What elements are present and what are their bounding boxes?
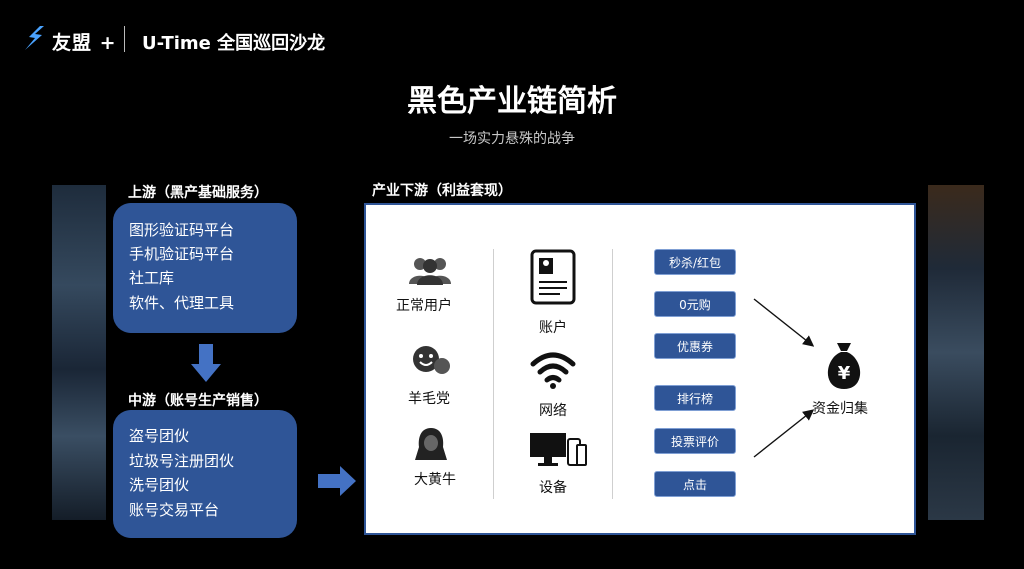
midstream-item: 盗号团伙 xyxy=(129,427,190,445)
midstream-item: 洗号团伙 xyxy=(129,476,190,494)
decorative-image-right xyxy=(928,185,984,520)
midstream-item: 账号交易平台 xyxy=(129,501,220,519)
scenario-pill: 优惠券 xyxy=(654,333,736,359)
actor-label: 正常用户 xyxy=(396,298,452,314)
result-label: 资金归集 xyxy=(812,401,868,417)
scenario-pill: 排行榜 xyxy=(654,385,736,411)
hooded-figure-icon xyxy=(415,428,447,460)
wifi-icon xyxy=(530,352,576,389)
scenario-pill: 秒杀/红包 xyxy=(654,249,736,275)
flow-arrows xyxy=(753,298,815,458)
upstream-box: 图形验证码平台 手机验证码平台 社工库 软件、代理工具 xyxy=(113,203,297,333)
brand-name: 友盟 + xyxy=(52,32,117,54)
column-divider xyxy=(493,249,494,499)
decorative-image-left xyxy=(52,185,106,520)
scenario-pill: 点击 xyxy=(654,471,736,497)
svg-text:¥: ¥ xyxy=(838,363,851,384)
upstream-item: 图形验证码平台 xyxy=(129,221,235,239)
upstream-item: 手机验证码平台 xyxy=(129,245,235,263)
midstream-item: 垃圾号注册团伙 xyxy=(129,452,235,470)
downstream-label: 产业下游（利益套现） xyxy=(372,183,512,199)
devices-icon xyxy=(530,433,587,466)
arrow-right-icon xyxy=(318,466,356,496)
smiley-faces-icon xyxy=(413,346,450,374)
umeng-logo-icon xyxy=(25,26,44,50)
resource-label: 账户 xyxy=(539,320,567,336)
scenario-pill: 投票评价 xyxy=(654,428,736,454)
slide-title: 黑色产业链简析 xyxy=(407,84,617,119)
account-document-icon xyxy=(530,249,576,305)
upstream-item: 软件、代理工具 xyxy=(129,294,235,312)
actor-label: 大黄牛 xyxy=(414,472,456,488)
column-divider xyxy=(612,249,613,499)
arrow-down-icon xyxy=(191,344,221,382)
downstream-panel: 正常用户 羊毛党 大黄牛 账户 网络 设备 秒杀/红包 0元购 优惠券 xyxy=(364,203,916,535)
user-group-icon xyxy=(409,258,451,285)
resource-label: 网络 xyxy=(539,403,567,419)
resource-label: 设备 xyxy=(539,480,567,496)
upstream-item: 社工库 xyxy=(129,269,175,287)
midstream-label: 中游（账号生产销售） xyxy=(128,393,268,409)
midstream-box: 盗号团伙 垃圾号注册团伙 洗号团伙 账号交易平台 xyxy=(113,410,297,538)
actor-label: 羊毛党 xyxy=(408,391,450,407)
slide-subtitle: 一场实力悬殊的战争 xyxy=(449,131,575,147)
header-divider xyxy=(124,26,125,52)
scenario-pill: 0元购 xyxy=(654,291,736,317)
money-bag-icon: ¥ xyxy=(827,343,861,389)
upstream-label: 上游（黑产基础服务） xyxy=(128,185,268,201)
event-title: U-Time 全国巡回沙龙 xyxy=(142,33,326,54)
